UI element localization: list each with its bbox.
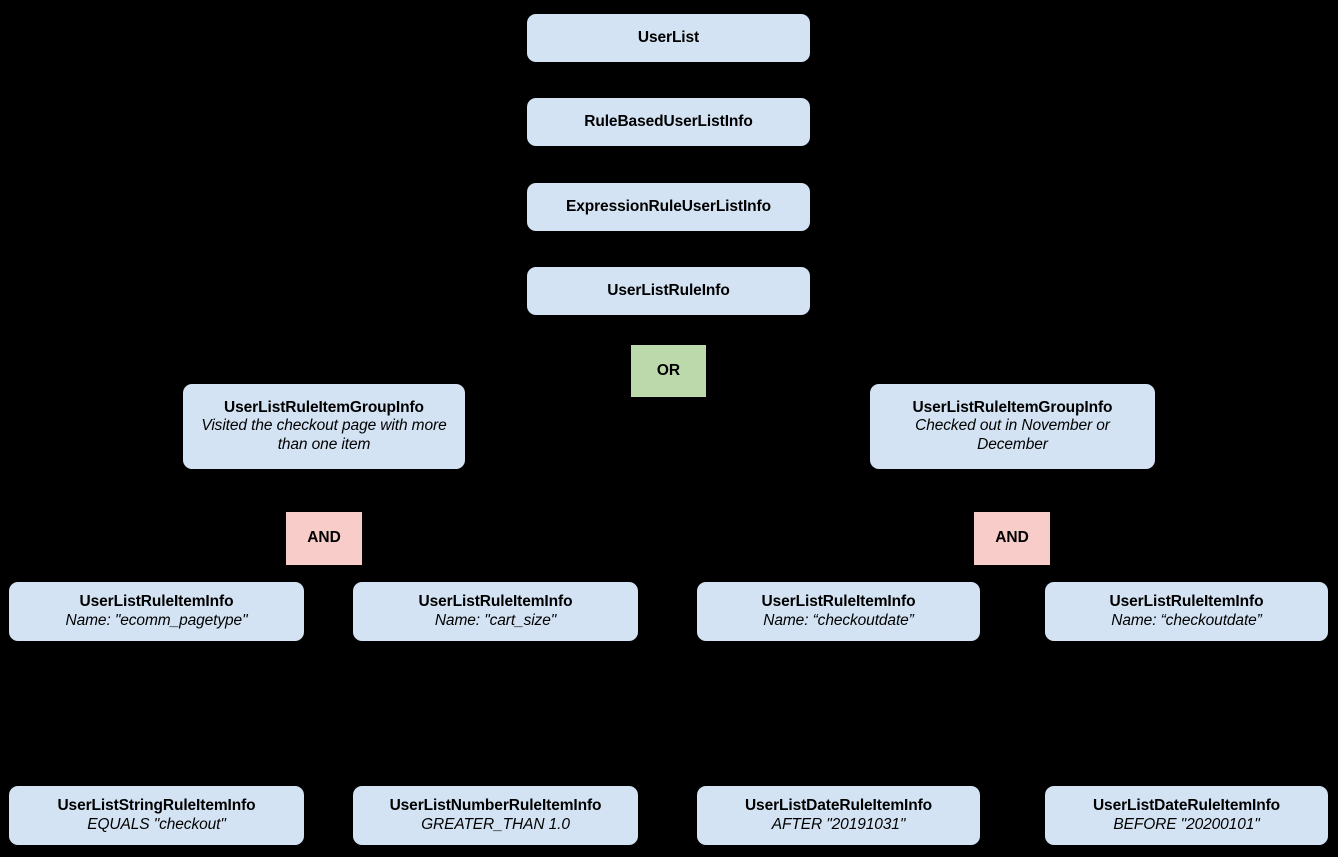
node-subtitle: Name: "ecomm_pagetype": [65, 611, 248, 629]
node-user-list-rule-info[interactable]: UserListRuleInfo: [527, 267, 810, 315]
node-number-rule-item-info[interactable]: UserListNumberRuleItemInfo GREATER_THAN …: [353, 786, 638, 845]
operator-and-right[interactable]: AND: [974, 512, 1050, 565]
node-title: UserListStringRuleItemInfo: [57, 797, 256, 815]
node-title: UserListDateRuleItemInfo: [744, 797, 933, 815]
node-date-rule-item-info-before[interactable]: UserListDateRuleItemInfo BEFORE "2020010…: [1045, 786, 1328, 845]
operator-label: AND: [307, 529, 341, 547]
node-rule-based-user-list-info[interactable]: RuleBasedUserListInfo: [527, 98, 810, 146]
node-subtitle: GREATER_THAN 1.0: [421, 815, 570, 833]
node-subtitle: Name: “checkoutdate”: [1111, 611, 1262, 629]
node-subtitle: Name: "cart_size": [434, 611, 557, 629]
node-title: ExpressionRuleUserListInfo: [566, 197, 771, 215]
node-subtitle: AFTER "20191031": [771, 815, 906, 833]
operator-or[interactable]: OR: [631, 345, 706, 397]
node-title: UserListRuleItemGroupInfo: [224, 399, 424, 417]
node-title: UserList: [637, 28, 700, 46]
node-subtitle: BEFORE "20200101": [1113, 815, 1260, 833]
node-subtitle: Checked out in November or December: [915, 417, 1110, 453]
node-title: UserListRuleItemGroupInfo: [912, 399, 1113, 417]
node-user-list[interactable]: UserList: [527, 14, 810, 62]
node-title: RuleBasedUserListInfo: [584, 112, 753, 130]
edge-and-right-to-item-4: [1010, 565, 1187, 582]
node-subtitle: Name: “checkoutdate”: [763, 611, 914, 629]
node-title: UserListRuleItemInfo: [418, 593, 573, 611]
node-subtitle: Visited the checkout page with more than…: [201, 417, 447, 453]
node-title: UserListRuleItemInfo: [79, 593, 234, 611]
node-title: UserListRuleItemInfo: [761, 593, 916, 611]
node-string-rule-item-info[interactable]: UserListStringRuleItemInfo EQUALS "check…: [9, 786, 304, 845]
node-expression-rule-user-list-info[interactable]: ExpressionRuleUserListInfo: [527, 183, 810, 231]
node-title: UserListRuleItemInfo: [1109, 593, 1264, 611]
node-rule-item-group-right[interactable]: UserListRuleItemGroupInfo Checked out in…: [870, 384, 1155, 469]
node-rule-item-cart-size[interactable]: UserListRuleItemInfo Name: "cart_size": [353, 582, 638, 641]
node-rule-item-checkoutdate-before[interactable]: UserListRuleItemInfo Name: “checkoutdate…: [1045, 582, 1328, 641]
node-subtitle: EQUALS "checkout": [87, 815, 226, 833]
edge-and-right-to-item-3: [837, 565, 1012, 582]
node-title: UserListNumberRuleItemInfo: [389, 797, 602, 815]
node-date-rule-item-info-after[interactable]: UserListDateRuleItemInfo AFTER "20191031…: [697, 786, 980, 845]
edge-and-left-to-item-2: [322, 565, 496, 582]
edge-and-left-to-item-1: [150, 565, 324, 582]
node-title: UserListDateRuleItemInfo: [1092, 797, 1281, 815]
node-rule-item-group-left[interactable]: UserListRuleItemGroupInfo Visited the ch…: [183, 384, 465, 469]
operator-label: OR: [656, 361, 681, 379]
node-rule-item-ecomm-pagetype[interactable]: UserListRuleItemInfo Name: "ecomm_pagety…: [9, 582, 304, 641]
operator-label: AND: [995, 529, 1029, 547]
operator-and-left[interactable]: AND: [286, 512, 362, 565]
node-rule-item-checkoutdate-after[interactable]: UserListRuleItemInfo Name: “checkoutdate…: [697, 582, 980, 641]
node-title: UserListRuleInfo: [607, 281, 730, 299]
